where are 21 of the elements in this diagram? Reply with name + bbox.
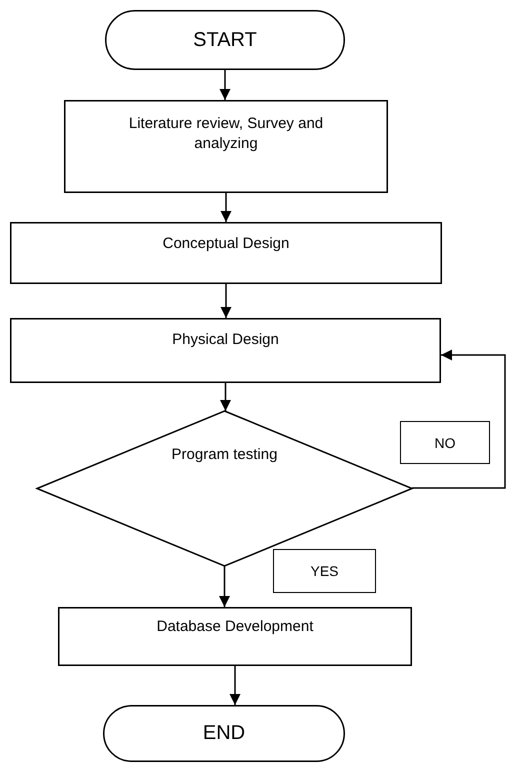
- arrow: [219, 566, 230, 607]
- arrow: [220, 383, 231, 411]
- node-label: Literature review, Survey and analyzing: [128, 114, 324, 154]
- node-label: Database Development: [156, 617, 314, 637]
- arrow: [220, 193, 232, 222]
- node-label: END: [202, 721, 246, 746]
- decision-diamond: [37, 411, 412, 566]
- answer-label: NO: [400, 421, 490, 464]
- answer-label: YES: [273, 549, 376, 593]
- process-box: [10, 318, 441, 383]
- process-box: [58, 607, 412, 666]
- node-label: START: [193, 28, 257, 52]
- arrow: [230, 666, 240, 705]
- arrow: [220, 70, 230, 100]
- process-box: [10, 222, 442, 284]
- arrow: [220, 284, 232, 318]
- node-label: Conceptual Design: [162, 234, 290, 254]
- arrow: [412, 350, 506, 489]
- node-label: Program testing: [172, 445, 278, 465]
- node-label: Physical Design: [172, 330, 279, 350]
- process-box: [64, 100, 388, 193]
